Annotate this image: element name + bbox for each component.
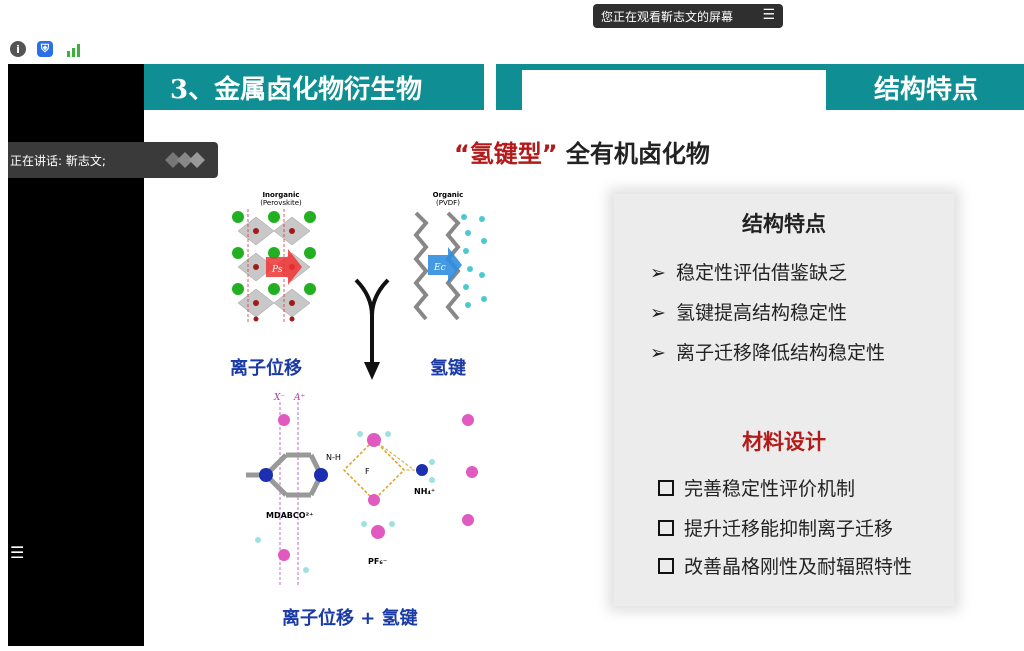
pvdf-diagram: Organic (PVDF) Ec <box>413 191 487 321</box>
panel-heading-features: 结构特点 <box>742 212 826 236</box>
feature-item-text: 氢键提高结构稳定性 <box>676 302 848 324</box>
inorganic-label: Inorganic <box>262 191 299 199</box>
label-ion-displacement: 离子位移 <box>230 358 302 379</box>
active-speaker-indicator: 正在讲话: 靳志文; <box>8 142 218 178</box>
feature-item-text: 稳定性评估借鉴缺乏 <box>676 262 848 284</box>
participants-list-icon[interactable]: ☰ <box>10 543 25 562</box>
bottom-strip <box>0 646 1024 651</box>
ps-label: Ps <box>271 265 283 275</box>
slide-section-title: 结构特点 <box>873 74 978 105</box>
share-banner-text: 您正在观看靳志文的屏幕 <box>601 9 734 24</box>
inorganic-sublabel: (Perovskite) <box>260 199 302 207</box>
chevron-right-icon: ➢ <box>650 302 666 324</box>
combined-molecule-diagram: X⁻ A⁺ N-H F MDABCO²⁺ NH₄⁺ PF₆⁻ <box>246 393 478 585</box>
panel-heading-design: 材料设计 <box>742 430 826 454</box>
info-icon[interactable]: i <box>10 41 26 57</box>
checkbox-square-icon <box>658 480 674 496</box>
subtitle-rest: 全有机卤化物 <box>557 140 710 168</box>
speaker-avatar <box>165 152 205 168</box>
signal-icon[interactable] <box>66 42 82 57</box>
meeting-toolbar: i ⛨ <box>0 36 1024 64</box>
shield-icon[interactable]: ⛨ <box>37 41 53 57</box>
label-combined: 离子位移 + 氢键 <box>282 608 418 629</box>
x-minus-label: X⁻ <box>273 393 285 403</box>
checkbox-square-icon <box>658 520 674 536</box>
feature-item: ➢ 稳定性评估借鉴缺乏 <box>650 258 847 285</box>
mdabco-label: MDABCO²⁺ <box>266 511 313 520</box>
pf6-label: PF₆⁻ <box>368 557 387 566</box>
screen-share-banner[interactable]: 您正在观看靳志文的屏幕 ☰ <box>593 4 783 28</box>
shared-slide: 3、金属卤化物衍生物 结构特点 “氢键型” 全有机卤化物 Inorganic (… <box>144 64 1024 646</box>
perovskite-diagram: Inorganic (Perovskite) Ps <box>232 191 316 324</box>
header-divider <box>484 64 496 110</box>
nh-label: N-H <box>326 453 341 462</box>
feature-item-text: 离子迁移降低结构稳定性 <box>676 342 886 364</box>
f-label: F <box>365 467 370 476</box>
design-item: 提升迁移能抑制离子迁移 <box>658 514 893 541</box>
chevron-right-icon: ➢ <box>650 342 666 364</box>
nh4-label: NH₄⁺ <box>414 487 435 496</box>
slide-title: 3、金属卤化物衍生物 <box>170 74 423 105</box>
features-panel: 结构特点 ➢ 稳定性评估借鉴缺乏 ➢ 氢键提高结构稳定性 ➢ 离子迁移降低结构稳… <box>614 194 954 606</box>
design-item-text: 完善稳定性评价机制 <box>684 478 856 500</box>
design-item: 完善稳定性评价机制 <box>658 474 855 501</box>
design-item: 改善晶格刚性及耐辐照特性 <box>658 552 912 579</box>
ec-label: Ec <box>433 263 446 273</box>
subtitle-highlight: 氢键型 <box>469 140 542 168</box>
organic-sublabel: (PVDF) <box>436 199 460 207</box>
chevron-right-icon: ➢ <box>650 262 666 284</box>
merge-arrow-icon <box>354 278 390 380</box>
menu-icon[interactable]: ☰ <box>762 7 775 23</box>
feature-item: ➢ 氢键提高结构稳定性 <box>650 298 847 325</box>
top-bar: 您正在观看靳志文的屏幕 ☰ <box>0 0 1024 37</box>
speaker-text: 正在讲话: 靳志文; <box>10 153 106 168</box>
label-hydrogen-bond: 氢键 <box>430 358 466 379</box>
header-blank <box>522 70 826 110</box>
a-plus-label: A⁺ <box>293 393 305 403</box>
design-item-text: 改善晶格刚性及耐辐照特性 <box>684 556 913 578</box>
slide-subtitle: “氢键型” 全有机卤化物 <box>454 134 710 169</box>
organic-label: Organic <box>433 191 464 199</box>
feature-item: ➢ 离子迁移降低结构稳定性 <box>650 338 885 365</box>
subtitle-quote-close: ” <box>541 140 558 168</box>
checkbox-square-icon <box>658 558 674 574</box>
subtitle-quote-open: “ <box>454 140 470 168</box>
design-item-text: 提升迁移能抑制离子迁移 <box>684 518 894 540</box>
